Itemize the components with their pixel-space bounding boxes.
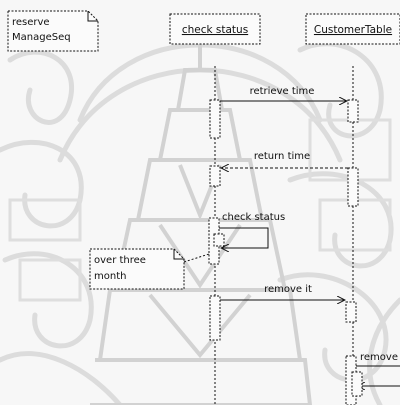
note-reserve-manageseq: reserve ManageSeq [8, 11, 98, 51]
activation-check-status-1 [210, 100, 220, 138]
message-label-retrieve-time: retrieve time [250, 86, 315, 97]
message-remove-it: remove it [220, 284, 345, 300]
note-mid-line-2: month [94, 271, 126, 282]
lifeline-header-check-status: check status [170, 14, 260, 44]
message-return-time: return time [221, 151, 348, 168]
message-label-check-status: check status [222, 212, 285, 223]
message-check-status-self: check status [214, 212, 285, 248]
message-label-return-time: return time [254, 151, 310, 162]
note-top-line-1: reserve [12, 17, 50, 28]
activation-customertable-1 [348, 100, 358, 122]
lifeline-header-customertable: CustomerTable [306, 14, 400, 44]
note-mid-line-1: over three [94, 255, 146, 266]
activation-customertable-3 [346, 302, 356, 322]
lifeline-label-customertable: CustomerTable [314, 24, 392, 36]
message-label-remove-it: remove it [264, 284, 312, 295]
activation-check-status-4 [210, 296, 220, 340]
activation-customertable-2 [348, 168, 358, 206]
message-remove-self: remove [352, 352, 400, 396]
lifeline-label-check-status: check status [182, 24, 248, 36]
note-top-line-2: ManageSeq [12, 32, 71, 43]
message-retrieve-time: retrieve time [220, 86, 347, 101]
message-label-remove: remove [360, 352, 398, 363]
activation-check-status-2 [210, 166, 220, 186]
note-over-three-month: over three month [90, 249, 209, 289]
